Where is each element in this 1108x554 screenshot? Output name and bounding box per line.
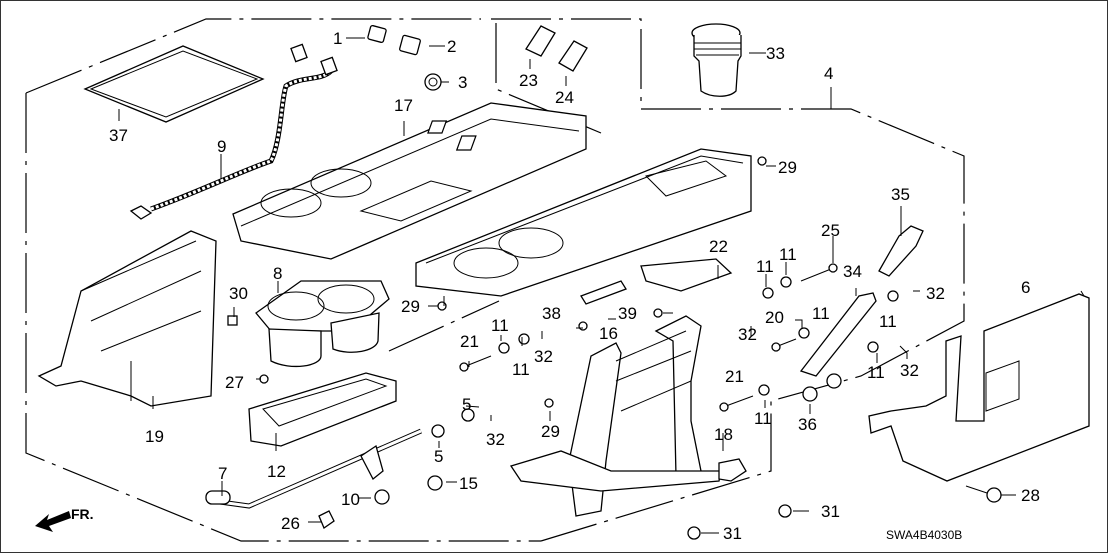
callout-11c: 11 <box>756 257 774 276</box>
callout-27: 27 <box>225 373 244 392</box>
callout-37: 36 <box>798 415 817 434</box>
callout-36: 35 <box>891 185 910 204</box>
callout-5a: 5 <box>462 395 471 414</box>
callout-17: 17 <box>394 96 413 115</box>
callout-32c: 32 <box>926 284 945 303</box>
callout-39b: 39 <box>618 304 637 323</box>
callout-11e: 11 <box>812 304 830 323</box>
part-12-tray <box>248 372 397 447</box>
part-36-hinge <box>878 225 924 277</box>
part-8-cup-holder <box>255 280 390 368</box>
callout-12: 12 <box>267 462 286 481</box>
fasteners <box>227 156 1002 540</box>
callout-29a: 29 <box>778 158 797 177</box>
callout-31b: 31 <box>821 502 840 521</box>
callout-32d: 32 <box>900 361 919 380</box>
callout-24: 24 <box>555 88 574 107</box>
callout-15: 15 <box>459 474 478 493</box>
leader-lines <box>118 37 1085 534</box>
callout-11h: 11 <box>754 409 772 428</box>
callout-19: 19 <box>145 427 164 446</box>
callout-30: 30 <box>229 284 248 303</box>
callout-11g: 11 <box>867 363 885 382</box>
part-19-side-panel <box>37 230 217 407</box>
callout-9: 9 <box>217 137 226 156</box>
bracket-frame <box>509 315 747 517</box>
callout-11a: 11 <box>491 316 509 335</box>
callout-1: 1 <box>333 29 342 48</box>
part-38-mat <box>83 45 265 123</box>
callout-34: 33 <box>766 44 785 63</box>
callout-22: 22 <box>709 237 728 256</box>
callout-21a: 21 <box>460 332 479 351</box>
callout-labels: 1 2 3 4 5 5 6 7 8 9 10 11 11 11 11 11 11… <box>109 29 1040 543</box>
callout-20: 20 <box>765 308 784 327</box>
callout-18: 18 <box>714 425 733 444</box>
part-17-console-panel <box>232 102 587 260</box>
callout-35: 34 <box>843 262 862 281</box>
callout-25: 25 <box>821 221 840 240</box>
part-4-console-base <box>415 148 752 297</box>
callout-2: 2 <box>447 37 456 56</box>
callout-11f: 11 <box>879 312 897 331</box>
callout-21b: 21 <box>725 367 744 386</box>
part-34-ashtray <box>691 23 742 97</box>
group-outline-main <box>25 18 965 542</box>
callout-6: 6 <box>1021 278 1030 297</box>
part-6-side-cover <box>868 293 1090 482</box>
callout-7: 7 <box>218 464 227 483</box>
part-35-link <box>799 292 877 377</box>
callout-23: 23 <box>519 71 538 90</box>
front-direction-label: FR. <box>71 506 94 522</box>
callout-8: 8 <box>273 264 282 283</box>
callout-16: 16 <box>599 324 618 343</box>
callout-5b: 5 <box>434 447 443 466</box>
callout-32a: 32 <box>534 347 553 366</box>
small-parts-top <box>367 24 588 91</box>
callout-38: 37 <box>109 126 128 145</box>
part-9-harness <box>129 43 338 220</box>
callout-28: 28 <box>1021 486 1040 505</box>
front-direction-arrow-icon: FR. <box>35 506 94 532</box>
callout-4: 4 <box>824 64 833 83</box>
callout-31a: 31 <box>723 524 742 543</box>
callout-39a: 38 <box>542 304 561 323</box>
callout-32b: 32 <box>738 325 757 344</box>
callout-33: 32 <box>486 430 505 449</box>
callout-10: 10 <box>341 490 360 509</box>
callout-29c: 29 <box>541 422 560 441</box>
diagram-code: SWA4B4030B <box>886 528 962 542</box>
callout-11b: 11 <box>512 360 530 379</box>
callout-26: 26 <box>281 514 300 533</box>
callout-3: 3 <box>458 73 467 92</box>
part-7-rod <box>205 428 422 509</box>
callout-11d: 11 <box>779 245 797 264</box>
callout-29b: 29 <box>401 297 420 316</box>
